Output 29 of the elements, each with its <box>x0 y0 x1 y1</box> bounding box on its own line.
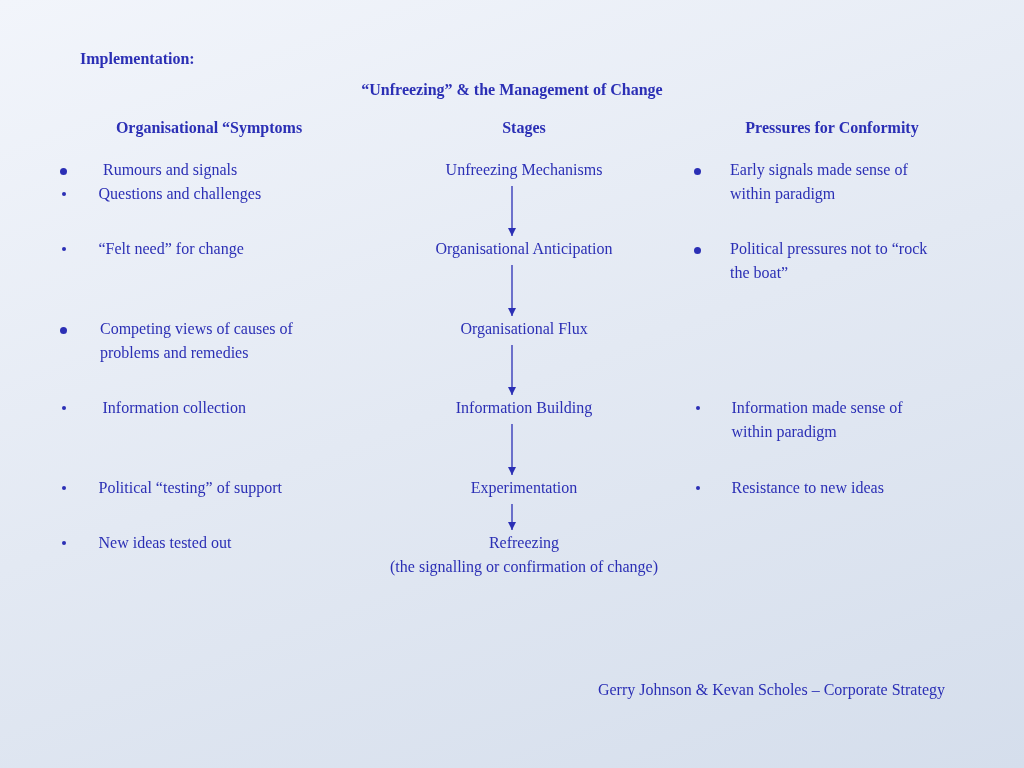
bullet-text: Information collection <box>102 398 247 418</box>
stage-name: Unfreezing Mechanisms <box>445 160 603 181</box>
section-label: Implementation: <box>80 49 195 70</box>
bullet-text: “Felt need” for change <box>98 239 245 260</box>
arrow <box>508 423 516 476</box>
bullet-text: Political pressures not to “rock the boat” <box>730 239 929 283</box>
bullet-text: Questions and challenges <box>98 184 263 205</box>
stage-name: Information Building <box>455 398 593 419</box>
stage-name: Experimentation <box>470 478 578 499</box>
heading: “Unfreezing” & the Management of Change <box>360 80 664 101</box>
bullet-text: Political “testing” of support <box>98 478 284 499</box>
stage-name: Refreezing <box>487 533 561 554</box>
stage-name: Organisational Flux <box>460 319 588 340</box>
column-heading: Stages <box>501 118 547 139</box>
source-caption: Gerry Johnson & Kevan Scholes – Corporate Strategy <box>597 680 945 701</box>
arrow <box>508 344 516 396</box>
bullet-text: Rumours and signals <box>103 160 239 181</box>
bullet-text: Resistance to new ideas <box>731 478 885 498</box>
bullet-text: New ideas tested out <box>98 533 233 553</box>
column-heading: Organisational “Symptoms <box>114 118 304 139</box>
stage-name: Organisational Anticipation <box>435 239 613 260</box>
stage-note: (the signalling or confirmation of change) <box>390 557 658 578</box>
arrow <box>508 264 516 317</box>
arrow <box>508 185 516 237</box>
bullet-text: Competing views of causes of problems and remedies <box>100 319 294 364</box>
column-heading: Pressures for Conformity <box>744 118 920 139</box>
arrow <box>508 503 516 531</box>
bullet-text: Early signals made sense of within paradigm <box>730 160 909 205</box>
bullet-text: Information made sense of within paradigm <box>731 398 904 443</box>
